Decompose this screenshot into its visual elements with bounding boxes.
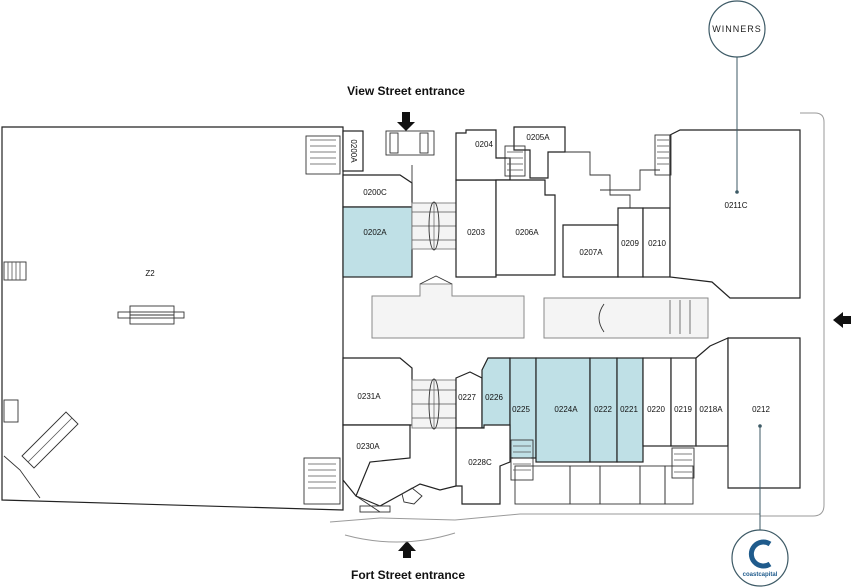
unit-0218a[interactable]: 0218A [695, 337, 729, 447]
unit-0231a[interactable]: 0231A [342, 357, 413, 426]
unit-0231a-label: 0231A [357, 392, 381, 401]
z2-stair-southeast [303, 457, 341, 505]
unit-z2[interactable]: Z2 [1, 126, 344, 511]
unit-0205a-label: 0205A [526, 133, 550, 142]
unit-0219[interactable]: 0219 [670, 357, 697, 447]
unit-0200c-label: 0200C [363, 188, 387, 197]
unit-0218a-label: 0218A [699, 405, 723, 414]
unit-0225-label: 0225 [512, 405, 530, 414]
unit-0225[interactable]: 0225 [509, 357, 537, 459]
unit-z2-label: Z2 [145, 269, 155, 278]
unit-0224a-label: 0224A [554, 405, 578, 414]
unit-0212-label: 0212 [752, 405, 770, 414]
unit-0203[interactable]: 0203 [455, 179, 497, 278]
coast-capital-marker[interactable]: coastcapital [731, 424, 789, 587]
unit-0211c[interactable]: 0211C [669, 129, 801, 299]
unit-0200c[interactable]: 0200C [342, 174, 413, 208]
unit-0230a[interactable]: 0230A [342, 424, 411, 498]
south-entry-arc [344, 532, 456, 543]
winners-marker[interactable]: WINNERS [708, 0, 766, 194]
unit-0227-label: 0227 [458, 393, 476, 402]
unit-0210-label: 0210 [648, 239, 666, 248]
north-service-corridor [565, 151, 660, 208]
z2-escalator [117, 305, 185, 325]
unit-0211c-label: 0211C [725, 201, 748, 210]
fort-street-entrance-label: Fort Street entrance [351, 568, 465, 582]
south-escalators [411, 378, 457, 430]
unit-0226-label: 0226 [485, 393, 503, 402]
unit-0226[interactable]: 0226 [481, 357, 511, 429]
unit-0227[interactable]: 0227 [455, 371, 483, 429]
unit-0209-label: 0209 [621, 239, 639, 248]
unit-0207a-label: 0207A [579, 248, 603, 257]
unit-0204[interactable]: 0204 [455, 129, 511, 181]
unit-0224a[interactable]: 0224A [535, 357, 591, 463]
unit-0222-label: 0222 [594, 405, 612, 414]
south-boundary-line [329, 513, 760, 523]
east-entrance-arrow-icon [833, 312, 851, 328]
unit-0207a[interactable]: 0207A [562, 224, 619, 278]
z2-stair-west [3, 261, 27, 281]
unit-0205a[interactable]: 0205A [513, 126, 566, 179]
unit-0206a-label: 0206A [515, 228, 539, 237]
z2-stair-northeast [305, 135, 341, 175]
unit-0222[interactable]: 0222 [589, 357, 618, 463]
unit-0221[interactable]: 0221 [616, 357, 644, 463]
view-street-entrance-label: View Street entrance [347, 84, 465, 98]
winners-label: WINNERS [712, 24, 762, 34]
north-escalators [411, 201, 457, 251]
east-boundary-line [760, 112, 825, 517]
central-court-west [371, 275, 525, 339]
unit-0203-label: 0203 [467, 228, 485, 237]
unit-0206a[interactable]: 0206A [495, 179, 556, 276]
unit-0200a[interactable]: 0200A [342, 130, 364, 172]
stair-south-service [510, 439, 534, 481]
unit-0202a-label: 0202A [363, 228, 387, 237]
unit-0220-label: 0220 [647, 405, 665, 414]
unit-0221-label: 0221 [620, 405, 638, 414]
unit-0204-label: 0204 [475, 140, 493, 149]
unit-0230a-label: 0230A [356, 442, 380, 451]
z2-diagonal-escalator [3, 399, 79, 499]
unit-0200a-label: 0200A [349, 139, 358, 163]
stair-0211c [654, 134, 672, 176]
unit-0212[interactable]: 0212 [727, 337, 801, 489]
unit-0228c-label: 0228C [468, 458, 492, 467]
unit-0202a[interactable]: 0202A [342, 206, 413, 278]
view-street-arrow-icon [397, 112, 415, 131]
stair-0219 [671, 447, 695, 479]
unit-0210[interactable]: 0210 [642, 207, 671, 278]
coast-capital-logo-icon [748, 539, 772, 569]
unit-0220[interactable]: 0220 [642, 357, 672, 447]
unit-0219-label: 0219 [674, 405, 692, 414]
coast-capital-label: coastcapital [743, 572, 778, 578]
central-court-east [543, 297, 709, 339]
unit-0209[interactable]: 0209 [617, 207, 644, 278]
fort-street-vestibule [355, 483, 457, 513]
stair-0204 [504, 145, 526, 177]
unit-0228c[interactable]: 0228C [455, 424, 511, 505]
fort-street-arrow-icon [398, 541, 416, 558]
